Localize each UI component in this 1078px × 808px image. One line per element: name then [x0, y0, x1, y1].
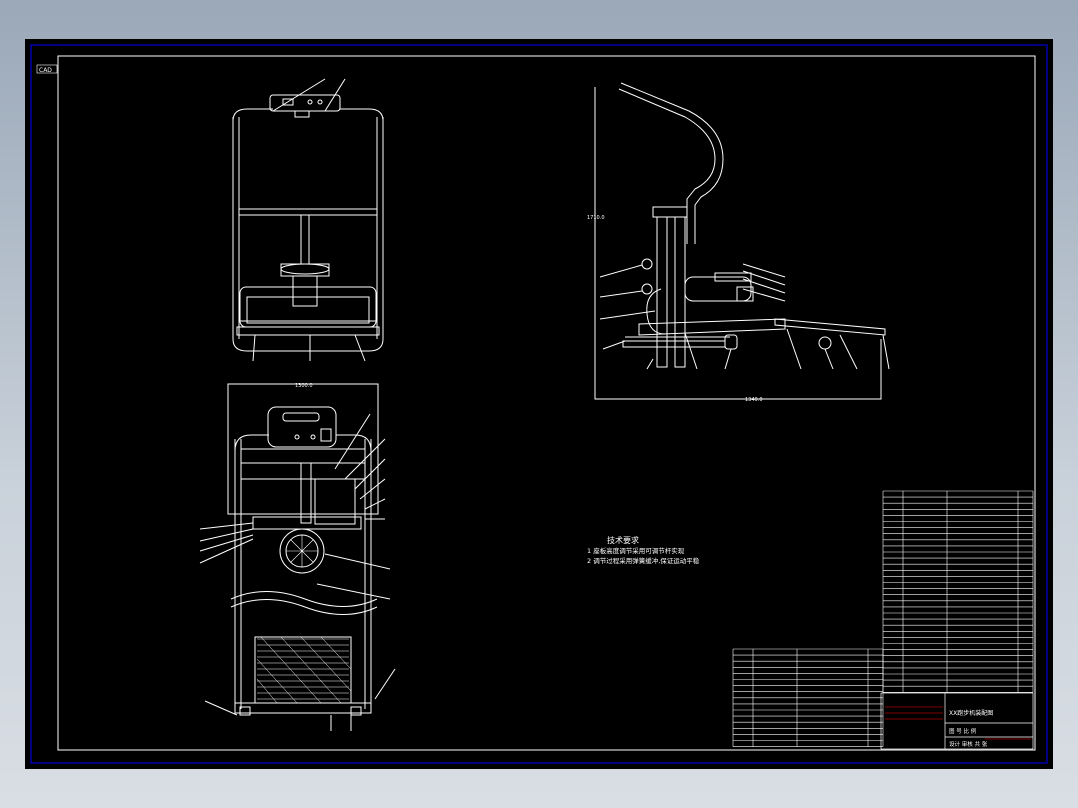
front-view — [232, 78, 384, 362]
corner-label: CAD — [39, 67, 52, 74]
dim-side-length: 1340.0 — [745, 397, 763, 403]
dim-side-height: 1710.0 — [587, 215, 605, 221]
title-block-row-b: 设计 审核 共 张 — [949, 740, 988, 748]
cad-viewport[interactable]: CAD — [25, 39, 1053, 769]
tech-req-line-2: 2 调节过程采用弹簧缓冲,保证运动平稳 — [587, 556, 700, 565]
inner-frame — [57, 55, 1036, 751]
corner-box — [36, 64, 58, 74]
tech-req-title: 技术要求 — [607, 535, 639, 545]
title-block — [880, 692, 1034, 750]
parts-list — [732, 490, 1034, 747]
tech-req-line-1: 1 座板高度调节采用可调节杆实现 — [587, 546, 685, 555]
dim-top-width: 1300.0 — [295, 383, 313, 389]
outer-frame — [30, 44, 1048, 764]
title-block-name: XX跑步机装配图 — [949, 709, 993, 717]
title-block-row-a: 图 号 比 例 — [949, 727, 977, 735]
side-view — [594, 82, 890, 400]
plan-view — [199, 383, 396, 731]
cad-drawing: CAD — [30, 44, 1048, 764]
